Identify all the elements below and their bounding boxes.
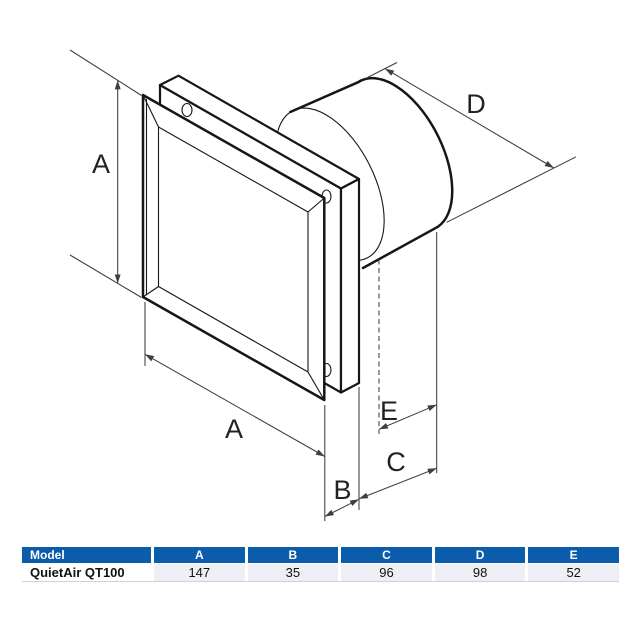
label-b: B: [333, 475, 351, 505]
grille-bevel-edge: [142, 285, 160, 298]
table-header-row: Model A B C D E: [22, 547, 619, 563]
table-header-b: B: [247, 547, 339, 563]
value-d-cell: 98: [434, 564, 526, 581]
model-name-cell: QuietAir QT100: [22, 564, 151, 581]
extension-line: [365, 62, 398, 80]
label-a-width: A: [225, 414, 243, 444]
label-d: D: [466, 89, 486, 119]
duct-bottom-edge: [361, 225, 440, 270]
table-header-a: A: [154, 547, 245, 563]
extension-line: [69, 254, 142, 298]
screw-hole-icon: [181, 102, 193, 118]
label-a-height: A: [92, 149, 110, 179]
table-header-c: C: [341, 547, 432, 563]
dimension-line-c: [358, 467, 437, 500]
dimension-lines: [114, 68, 555, 517]
dimension-line-b: [324, 498, 360, 517]
value-b-cell: 35: [247, 564, 339, 581]
label-c: C: [386, 447, 406, 477]
table-header-e: E: [528, 547, 619, 563]
value-a-cell: 147: [154, 564, 245, 581]
table-header-d: D: [434, 547, 526, 563]
dimension-line-d: [384, 68, 555, 169]
duct-top-edge: [289, 80, 360, 114]
plate-side-face: [339, 177, 361, 394]
extension-line: [446, 156, 577, 223]
label-e: E: [380, 396, 398, 426]
value-c-cell: 96: [341, 564, 432, 581]
dimension-line-e: [378, 404, 437, 430]
extension-line: [69, 49, 142, 96]
dimension-line-a-width: [144, 353, 326, 457]
grille-bevel-edge: [142, 94, 160, 128]
grille-bevel-edge: [307, 197, 325, 213]
table-row: QuietAir QT100 147 35 96 98 52: [22, 564, 619, 582]
dimensions-table: Model A B C D E QuietAir QT100 147 35 96…: [22, 547, 619, 582]
value-e-cell: 52: [528, 564, 619, 581]
table-header-model: Model: [22, 547, 151, 563]
dimension-labels: A A D E C B: [92, 89, 486, 505]
